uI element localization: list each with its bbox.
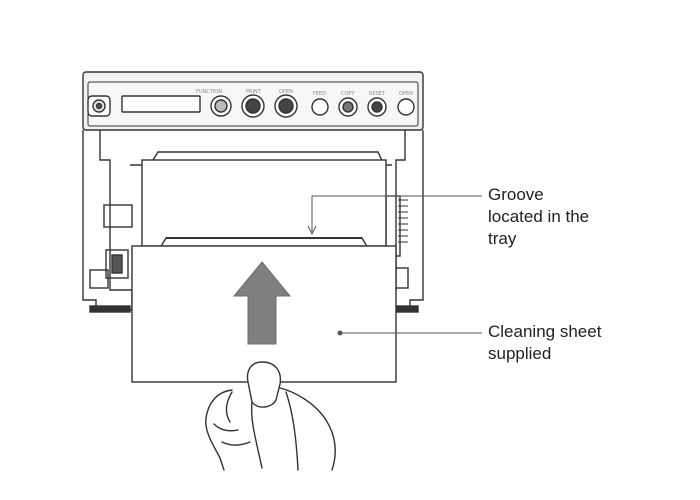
groove-callout: Groove located in the tray bbox=[488, 184, 589, 250]
label-function: FUNCTION bbox=[196, 89, 222, 95]
hand-icon bbox=[205, 361, 337, 471]
label-reset: RESET bbox=[369, 91, 386, 97]
groove-leader-tick bbox=[307, 225, 317, 236]
label-copy: COPY bbox=[341, 91, 355, 97]
sheet-callout: Cleaning sheet supplied bbox=[488, 321, 601, 365]
groove-callout-line-1: Groove bbox=[488, 185, 544, 204]
label-open: OPEN bbox=[279, 89, 293, 95]
printer-body bbox=[82, 71, 424, 313]
label-open-2: OPEN bbox=[399, 91, 413, 97]
label-print: PRINT bbox=[246, 89, 262, 95]
inner-plate bbox=[141, 159, 387, 247]
open-button bbox=[397, 98, 415, 116]
groove-callout-line-3: tray bbox=[488, 229, 517, 248]
label-feed: FEED bbox=[313, 91, 326, 97]
insert-direction-arrow-icon bbox=[232, 261, 292, 345]
control-buttons bbox=[210, 94, 415, 118]
groove-leader bbox=[311, 195, 482, 232]
power-button-icon bbox=[87, 95, 111, 117]
feed-button bbox=[311, 98, 329, 116]
display-window bbox=[121, 95, 201, 113]
sheet-callout-line-1: Cleaning sheet bbox=[488, 322, 602, 341]
groove-callout-line-2: located in the bbox=[488, 207, 590, 226]
leader-lines bbox=[307, 195, 482, 336]
sheet-callout-line-2: supplied bbox=[488, 344, 552, 363]
